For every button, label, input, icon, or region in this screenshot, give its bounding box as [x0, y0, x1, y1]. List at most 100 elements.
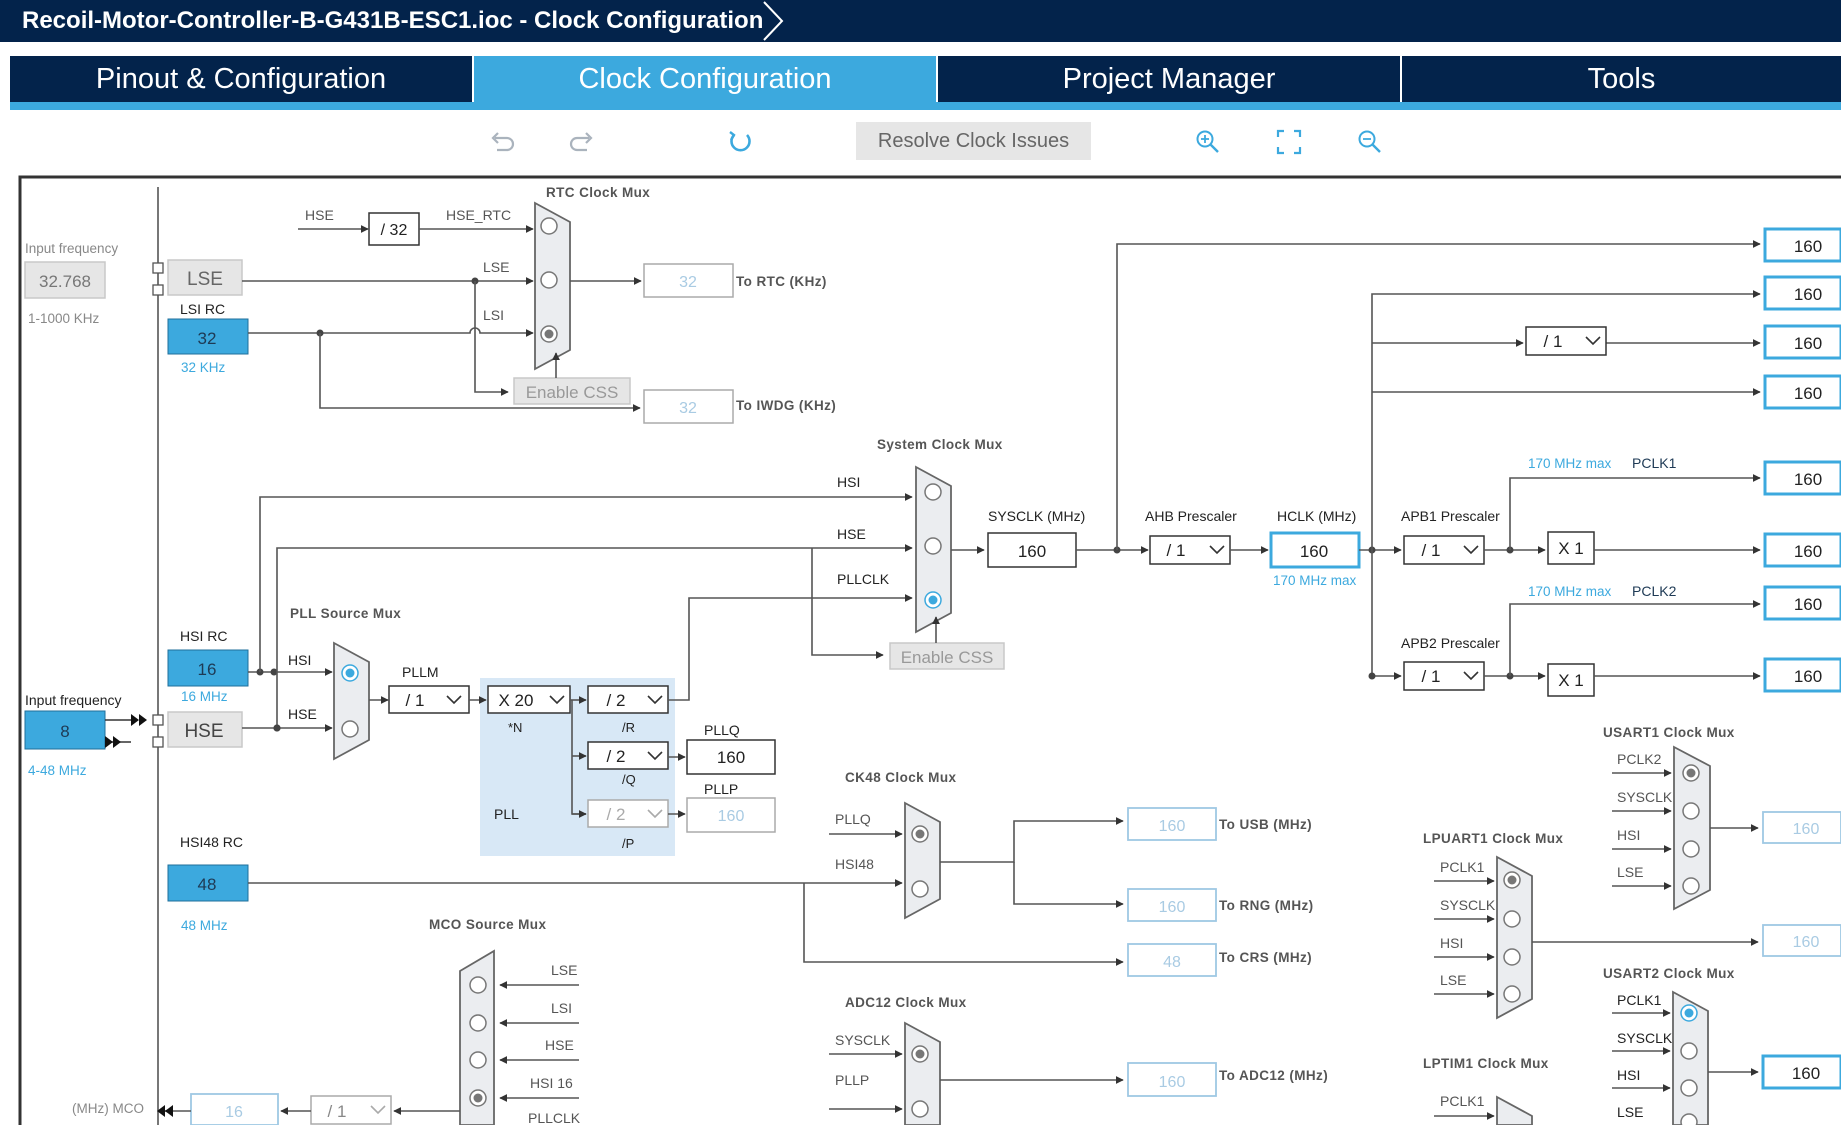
- tab-pinout[interactable]: Pinout & Configuration: [10, 56, 472, 102]
- rtc-mux-title: RTC Clock Mux: [546, 185, 650, 200]
- pllp-output-value: 160: [718, 808, 745, 825]
- lsi-title: LSI RC: [180, 301, 225, 317]
- usart1-hsi-radio[interactable]: [1682, 840, 1700, 858]
- apb2-prescaler-value: / 1: [1422, 667, 1441, 686]
- zoom-in-button[interactable]: [1188, 122, 1228, 162]
- pllm-label: PLLM: [402, 664, 439, 680]
- pllr-select[interactable]: [587, 685, 669, 714]
- lpuart1-clock-mux: [1496, 855, 1533, 1020]
- mco-lse-radio[interactable]: [469, 976, 487, 994]
- pll-label: PLL: [494, 806, 519, 822]
- lsi-block[interactable]: [167, 318, 249, 355]
- output-2-box[interactable]: [1763, 275, 1841, 311]
- mco-divider-select[interactable]: [310, 1095, 392, 1125]
- lpuart1-hsi-radio[interactable]: [1503, 948, 1521, 966]
- pllr-chevron-icon: [647, 695, 663, 705]
- pllp-select[interactable]: [587, 799, 669, 828]
- tab-project-manager[interactable]: Project Manager: [938, 56, 1400, 102]
- output-4-box[interactable]: [1763, 374, 1841, 410]
- usart2-sysclk-radio[interactable]: [1680, 1042, 1698, 1060]
- hse-input-box[interactable]: [24, 710, 106, 750]
- rtc-hse-rtc-label: HSE_RTC: [446, 207, 511, 223]
- lpuart1-output-value: 160: [1793, 934, 1820, 951]
- pllq-select[interactable]: [587, 741, 669, 770]
- pll-source-hse-radio[interactable]: [341, 720, 359, 738]
- usart2-output-box[interactable]: [1761, 1054, 1841, 1090]
- plln-select[interactable]: [487, 685, 571, 714]
- pllp-output-box: [686, 797, 776, 833]
- undo-button[interactable]: [482, 122, 522, 162]
- adc12-sysclk-label: SYSCLK: [835, 1032, 891, 1048]
- ahb-prescaler-select[interactable]: [1149, 535, 1231, 565]
- rtc-mux-lse-radio[interactable]: [540, 271, 558, 289]
- hse-block[interactable]: [167, 711, 243, 748]
- usart1-sysclk-radio[interactable]: [1682, 802, 1700, 820]
- lpuart1-sysclk-radio[interactable]: [1503, 910, 1521, 928]
- mco-input-hsi16: HSI 16: [530, 1075, 573, 1091]
- lse-block-label: LSE: [187, 269, 223, 290]
- apb2-timer-output-box[interactable]: [1763, 657, 1841, 693]
- usart2-lse-radio[interactable]: [1680, 1113, 1698, 1125]
- hsi-title: HSI RC: [180, 628, 227, 644]
- apb1-prescaler-select[interactable]: [1403, 535, 1485, 565]
- hclk-label: HCLK (MHz): [1277, 508, 1356, 524]
- pll-source-hse-label: HSE: [288, 706, 317, 722]
- redo-button[interactable]: [562, 122, 602, 162]
- apb2-prescaler-select[interactable]: [1403, 661, 1485, 691]
- apb2-chevron-icon: [1463, 671, 1479, 681]
- lse-block[interactable]: [167, 259, 243, 296]
- rtc-enable-css-button[interactable]: [513, 377, 631, 405]
- sysclk-hse-radio[interactable]: [924, 537, 942, 555]
- rtc-mux-hse-rtc-radio[interactable]: [540, 217, 558, 235]
- sysclk-hsi-radio[interactable]: [924, 483, 942, 501]
- pllr-value: / 2: [607, 691, 626, 710]
- usart2-input-hsi: HSI: [1617, 1067, 1640, 1083]
- mco-input-pllclk: PLLCLK: [528, 1110, 581, 1125]
- hclk-value: 160: [1300, 542, 1328, 561]
- hclk-max: 170 MHz max: [1273, 573, 1357, 588]
- output-3-box[interactable]: [1763, 324, 1841, 360]
- refresh-button[interactable]: [720, 122, 760, 162]
- usb-output-label: To USB (MHz): [1219, 817, 1312, 832]
- apb1-timer-output-box[interactable]: [1763, 532, 1841, 568]
- mco-lsi-radio[interactable]: [469, 1014, 487, 1032]
- lse-input-box[interactable]: [24, 261, 106, 299]
- crs-output-box: [1127, 943, 1217, 977]
- usart1-output-value: 160: [1793, 821, 1820, 838]
- pllm-select[interactable]: [388, 685, 470, 714]
- output3-divider-select[interactable]: [1525, 326, 1607, 356]
- pllq-chevron-icon: [647, 751, 663, 761]
- usb-output-box: [1127, 807, 1217, 841]
- iwdg-output-value: 32: [679, 400, 697, 417]
- output-3-value: 160: [1794, 334, 1822, 353]
- adc12-pllp-label: PLLP: [835, 1072, 869, 1088]
- usart1-lse-radio[interactable]: [1682, 877, 1700, 895]
- hse-range: 4-48 MHz: [28, 763, 87, 778]
- hsi48-block[interactable]: [167, 864, 249, 902]
- ahb-chevron-icon: [1209, 545, 1225, 555]
- fit-to-screen-button[interactable]: [1269, 122, 1309, 162]
- resolve-clock-issues-button[interactable]: Resolve Clock Issues: [856, 122, 1091, 160]
- lptim1-mux-title: LPTIM1 Clock Mux: [1423, 1056, 1549, 1071]
- mco-hse-radio[interactable]: [469, 1051, 487, 1069]
- usart1-input-hsi: HSI: [1617, 827, 1640, 843]
- usart1-input-sysclk: SYSCLK: [1617, 789, 1673, 805]
- zoom-out-button[interactable]: [1350, 122, 1390, 162]
- usart2-hsi-radio[interactable]: [1680, 1079, 1698, 1097]
- sysclk-value: 160: [1018, 542, 1046, 561]
- ck48-hsi48-radio[interactable]: [911, 880, 929, 898]
- hse-block-label: HSE: [184, 721, 223, 742]
- tab-clock-configuration[interactable]: Clock Configuration: [474, 56, 936, 102]
- pclk2-output-box[interactable]: [1763, 585, 1841, 621]
- output-1-box[interactable]: [1763, 227, 1841, 263]
- adc12-pllp-radio[interactable]: [911, 1100, 929, 1118]
- tab-tools[interactable]: Tools: [1402, 56, 1841, 102]
- apb1-timer-output-value: 160: [1794, 542, 1822, 561]
- output-2-value: 160: [1794, 285, 1822, 304]
- refresh-icon: [729, 131, 751, 152]
- lpuart1-lse-radio[interactable]: [1503, 985, 1521, 1003]
- zoom-in-icon: [1196, 130, 1219, 153]
- hsi-block[interactable]: [167, 649, 249, 687]
- pclk1-output-box[interactable]: [1763, 460, 1841, 496]
- sys-enable-css-button[interactable]: [889, 642, 1005, 670]
